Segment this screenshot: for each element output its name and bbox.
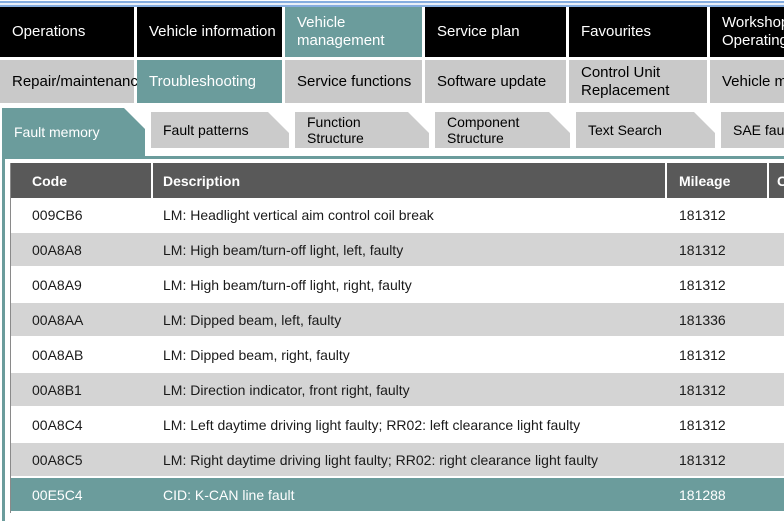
fault-mileage: 181312 xyxy=(679,381,726,398)
table-row[interactable]: 00A8C5 LM: Right daytime driving light f… xyxy=(11,443,784,478)
fault-mileage: 181312 xyxy=(679,206,726,223)
fault-mileage: 181288 xyxy=(679,486,726,503)
submenu-service-functions[interactable]: Service functions xyxy=(285,60,422,103)
fault-description: LM: Headlight vertical aim control coil … xyxy=(163,206,434,223)
fault-code: 00A8C5 xyxy=(32,451,83,468)
table-row[interactable]: 00A8A9 LM: High beam/turn-off light, rig… xyxy=(11,268,784,303)
tab-function-structure[interactable]: Function Structure xyxy=(295,112,429,148)
fault-code: 009CB6 xyxy=(32,206,83,223)
header-code: Code xyxy=(11,163,153,198)
tab-underline xyxy=(2,156,784,159)
menu-workshop-operating[interactable]: Workshop Operating xyxy=(710,7,784,57)
window-top-border-light xyxy=(0,3,784,5)
fault-mileage: 181312 xyxy=(679,276,726,293)
menu-service-plan[interactable]: Service plan xyxy=(425,7,566,57)
header-mileage: Mileage xyxy=(667,163,769,198)
fault-mileage: 181312 xyxy=(679,346,726,363)
fault-description: LM: Dipped beam, left, faulty xyxy=(163,311,342,328)
content-area: Code Description Mileage C 009CB6 LM: He… xyxy=(2,159,784,521)
fault-code: 00A8AB xyxy=(32,346,84,363)
fault-mileage: 181312 xyxy=(679,241,726,258)
fault-description: LM: Direction indicator, front right, fa… xyxy=(163,381,410,398)
fault-mileage: 181312 xyxy=(679,451,726,468)
tab-sae-fault-input[interactable]: SAE fault input xyxy=(721,112,784,148)
window-top-border-blue2 xyxy=(0,5,784,7)
table-row[interactable]: 00A8AB LM: Dipped beam, right, faulty 18… xyxy=(11,338,784,373)
table-row[interactable]: 009CB6 LM: Headlight vertical aim contro… xyxy=(11,198,784,233)
table-row-selected[interactable]: 00E5C4 CID: K-CAN line fault 181288 xyxy=(11,478,784,513)
tab-fault-patterns[interactable]: Fault patterns xyxy=(151,112,289,148)
fault-description: CID: K-CAN line fault xyxy=(163,486,295,503)
fault-description: LM: Left daytime driving light faulty; R… xyxy=(163,416,581,433)
header-count: C xyxy=(777,172,784,189)
fault-code: 00E5C4 xyxy=(32,486,83,503)
fault-memory-table: Code Description Mileage C 009CB6 LM: He… xyxy=(10,163,784,513)
menu-operations[interactable]: Operations xyxy=(0,7,134,57)
fault-mileage: 181336 xyxy=(679,311,726,328)
fault-code: 00A8A9 xyxy=(32,276,82,293)
main-menu-bar: Operations Vehicle information Vehicle m… xyxy=(0,7,784,57)
table-row[interactable]: 00A8C4 LM: Left daytime driving light fa… xyxy=(11,408,784,443)
fault-code: 00A8C4 xyxy=(32,416,83,433)
fault-mileage: 181312 xyxy=(679,416,726,433)
table-row[interactable]: 00A8B1 LM: Direction indicator, front ri… xyxy=(11,373,784,408)
submenu-repair-maintenance[interactable]: Repair/maintenance xyxy=(0,60,146,103)
sub-menu-bar: Repair/maintenance Troubleshooting Servi… xyxy=(0,60,784,103)
table-header-row: Code Description Mileage C xyxy=(11,163,784,198)
submenu-vehicle-m[interactable]: Vehicle m xyxy=(710,60,784,103)
fault-code: 00A8B1 xyxy=(32,381,82,398)
table-row[interactable]: 00A8AA LM: Dipped beam, left, faulty 181… xyxy=(11,303,784,338)
tab-component-structure[interactable]: Component Structure xyxy=(435,112,570,148)
fault-description: LM: Right daytime driving light faulty; … xyxy=(163,451,598,468)
fault-description: LM: High beam/turn-off light, left, faul… xyxy=(163,241,404,258)
menu-vehicle-information[interactable]: Vehicle information xyxy=(137,7,282,57)
table-row[interactable]: 00A8A8 LM: High beam/turn-off light, lef… xyxy=(11,233,784,268)
submenu-troubleshooting[interactable]: Troubleshooting xyxy=(137,60,282,103)
tab-bar: Fault memory Fault patterns Function Str… xyxy=(0,108,784,156)
header-description: Description xyxy=(153,163,667,198)
fault-code: 00A8A8 xyxy=(32,241,82,258)
fault-description: LM: Dipped beam, right, faulty xyxy=(163,346,350,363)
submenu-software-update[interactable]: Software update xyxy=(425,60,566,103)
window-top-border xyxy=(0,0,784,1)
fault-code: 00A8AA xyxy=(32,311,84,328)
window-top-border-blue xyxy=(0,1,784,3)
submenu-control-unit-replacement[interactable]: Control Unit Replacement xyxy=(569,60,707,103)
menu-favourites[interactable]: Favourites xyxy=(569,7,707,57)
tab-text-search[interactable]: Text Search xyxy=(576,112,715,148)
fault-description: LM: High beam/turn-off light, right, fau… xyxy=(163,276,412,293)
tab-fault-memory[interactable]: Fault memory xyxy=(2,108,145,156)
menu-vehicle-management[interactable]: Vehicle management xyxy=(285,7,422,57)
